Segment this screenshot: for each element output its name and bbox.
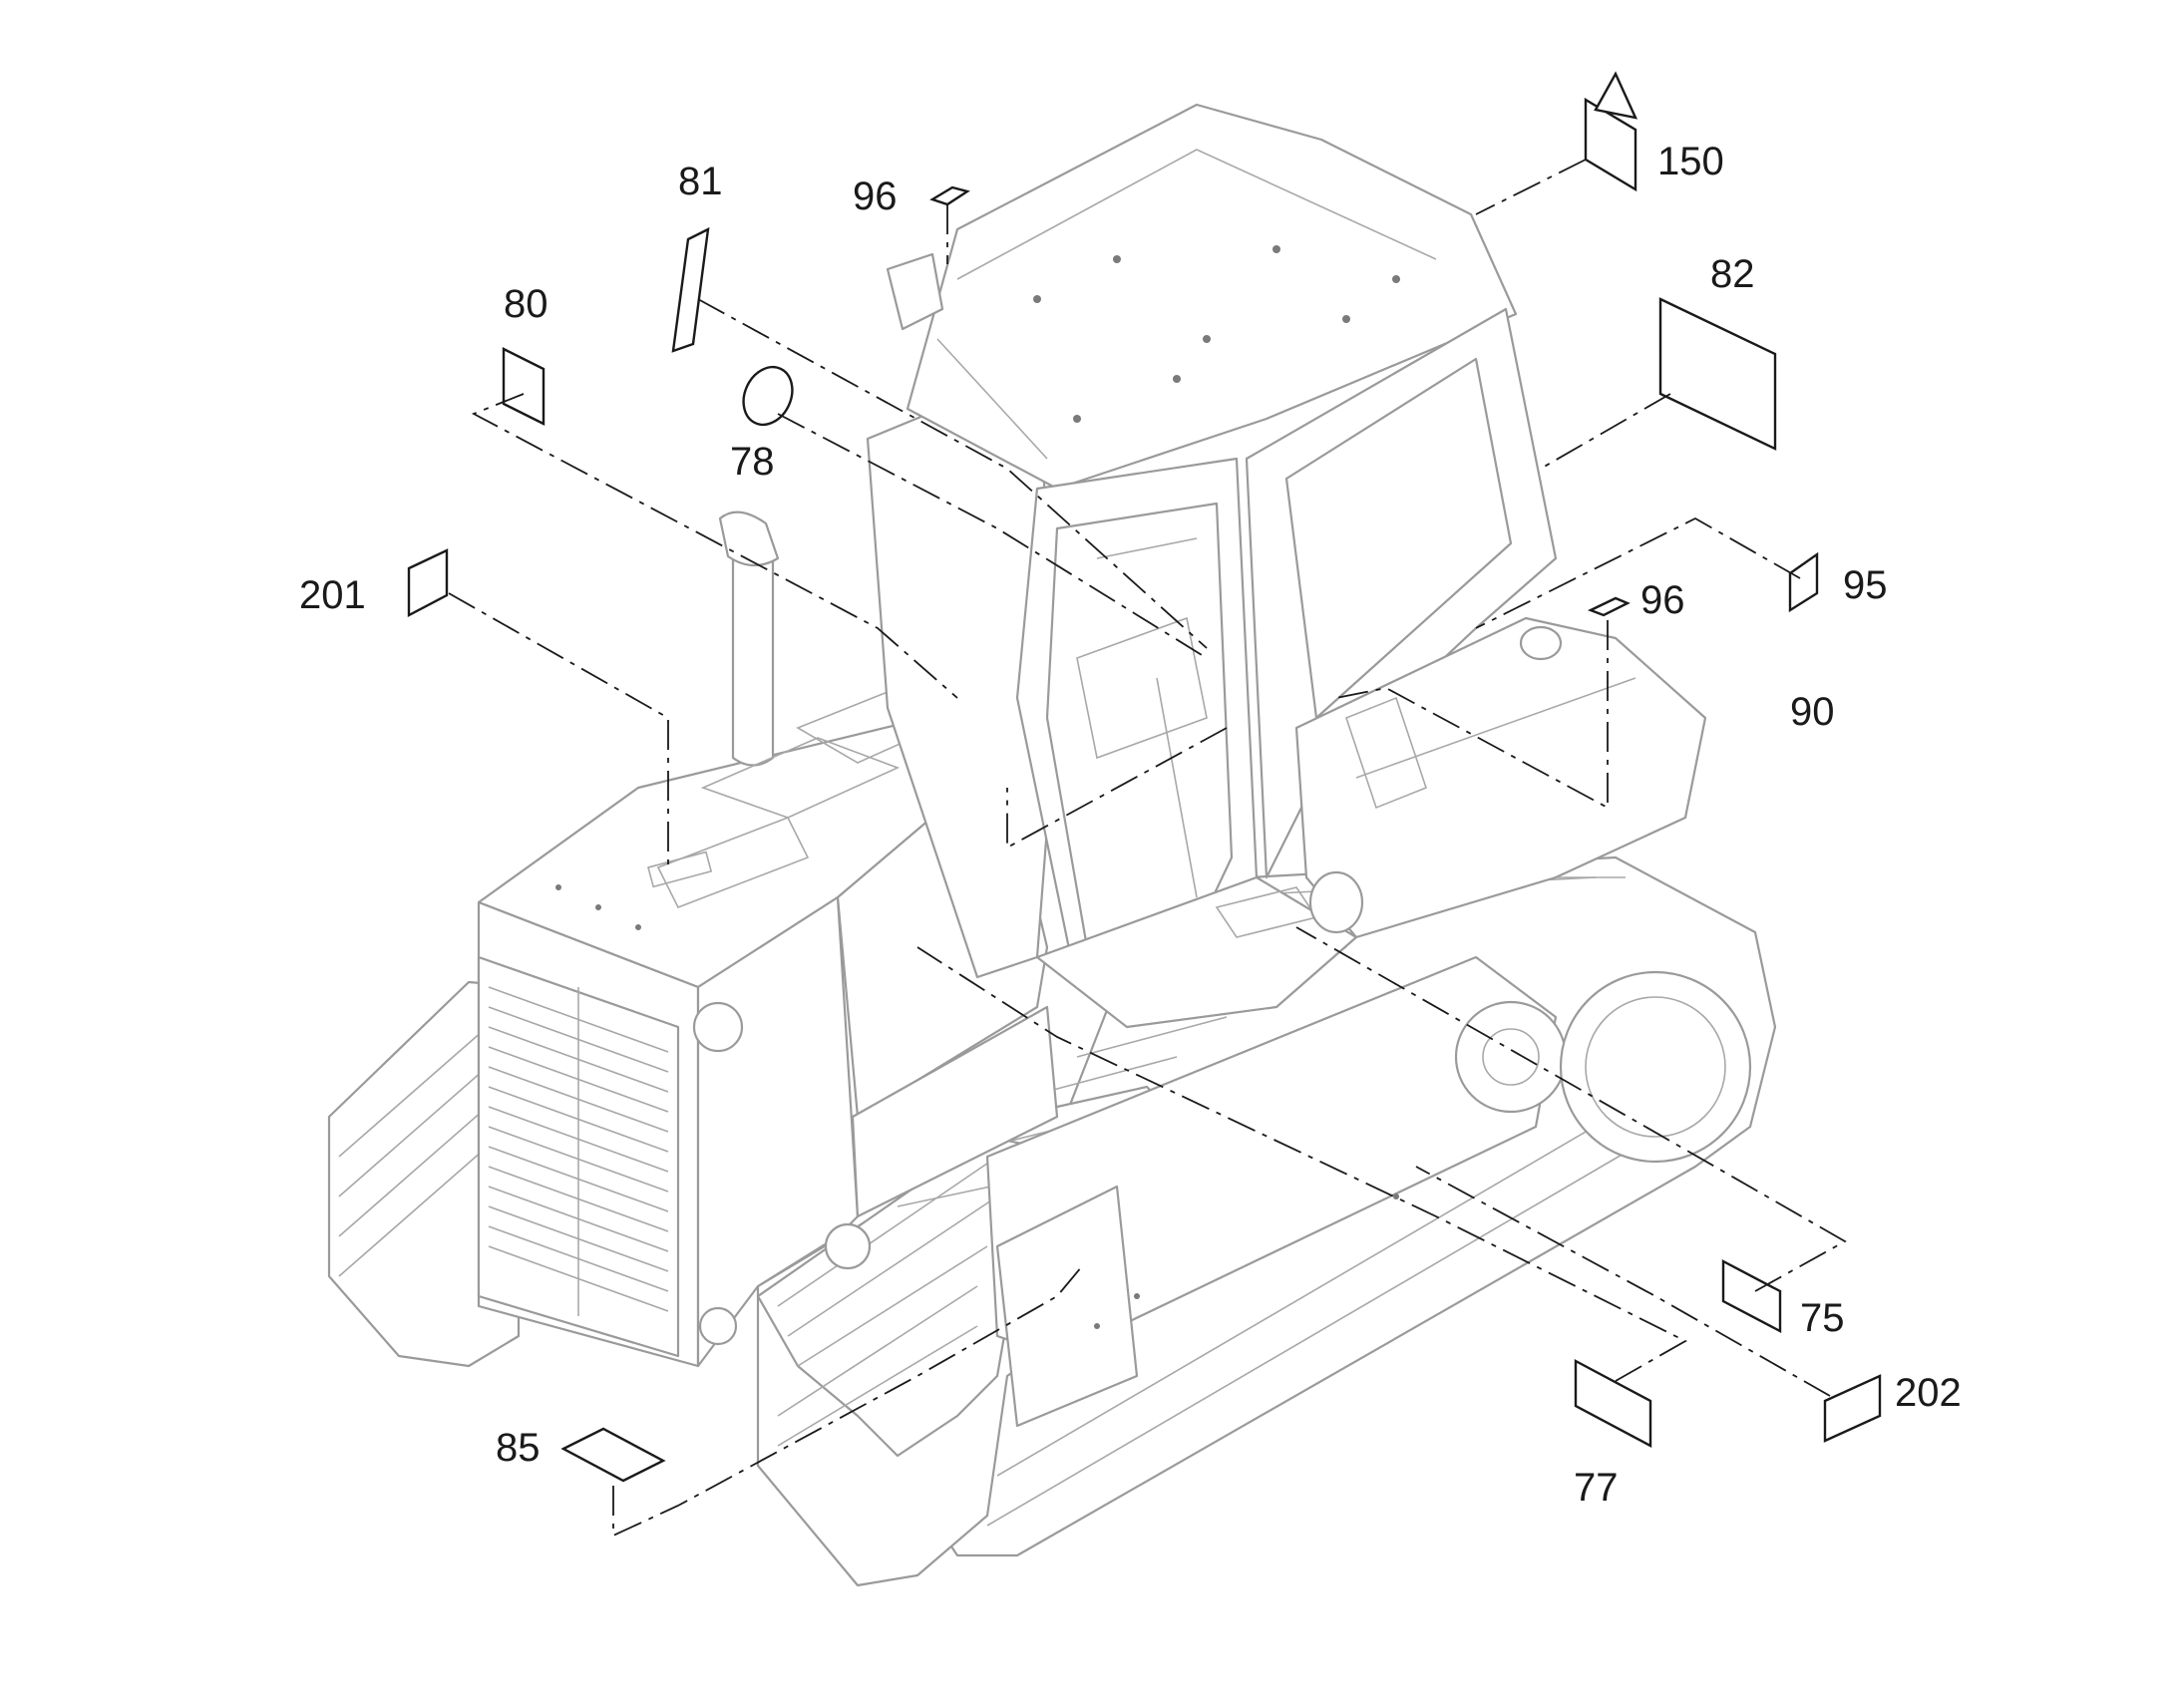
callout-96-top: 96 [853,174,898,218]
decal-96-top [929,185,970,206]
leader-lines [448,159,1847,1537]
callout-96-right: 96 [1640,578,1685,622]
callout-201: 201 [299,573,366,617]
callout-85: 85 [496,1426,541,1470]
operator-cab [692,103,1707,1346]
callout-77: 77 [1574,1466,1619,1510]
fasteners [555,245,1400,1329]
decal-85 [560,1427,666,1483]
callout-81: 81 [678,160,723,203]
callout-labels: 150 96 81 80 82 78 95 201 96 90 75 202 8… [299,140,1962,1510]
decal-96-right [1587,596,1631,617]
decal-150 [1584,97,1637,192]
callout-202: 202 [1895,1371,1962,1415]
callout-78: 78 [730,440,775,484]
callout-80: 80 [504,282,548,326]
decal-81 [671,226,710,353]
decal-80 [502,347,545,426]
exhaust-stack [718,511,780,767]
decal-75 [1721,1259,1782,1333]
callout-95: 95 [1843,563,1888,607]
decal-95 [1788,551,1819,613]
decal-77 [1574,1359,1652,1448]
callout-75: 75 [1800,1296,1845,1340]
callout-82: 82 [1710,252,1755,296]
callout-90: 90 [1790,690,1835,734]
radiator-grille [477,955,680,1358]
callout-150: 150 [1657,140,1724,183]
track-frame [985,955,1752,1428]
decal-202 [1823,1374,1882,1443]
decal-78 [742,365,794,427]
decal-150-tab [1594,71,1638,120]
decal-201 [407,548,449,617]
decals [407,71,1882,1483]
decal-82 [1658,297,1777,451]
crawler-dozer-illustration [327,103,1777,1587]
